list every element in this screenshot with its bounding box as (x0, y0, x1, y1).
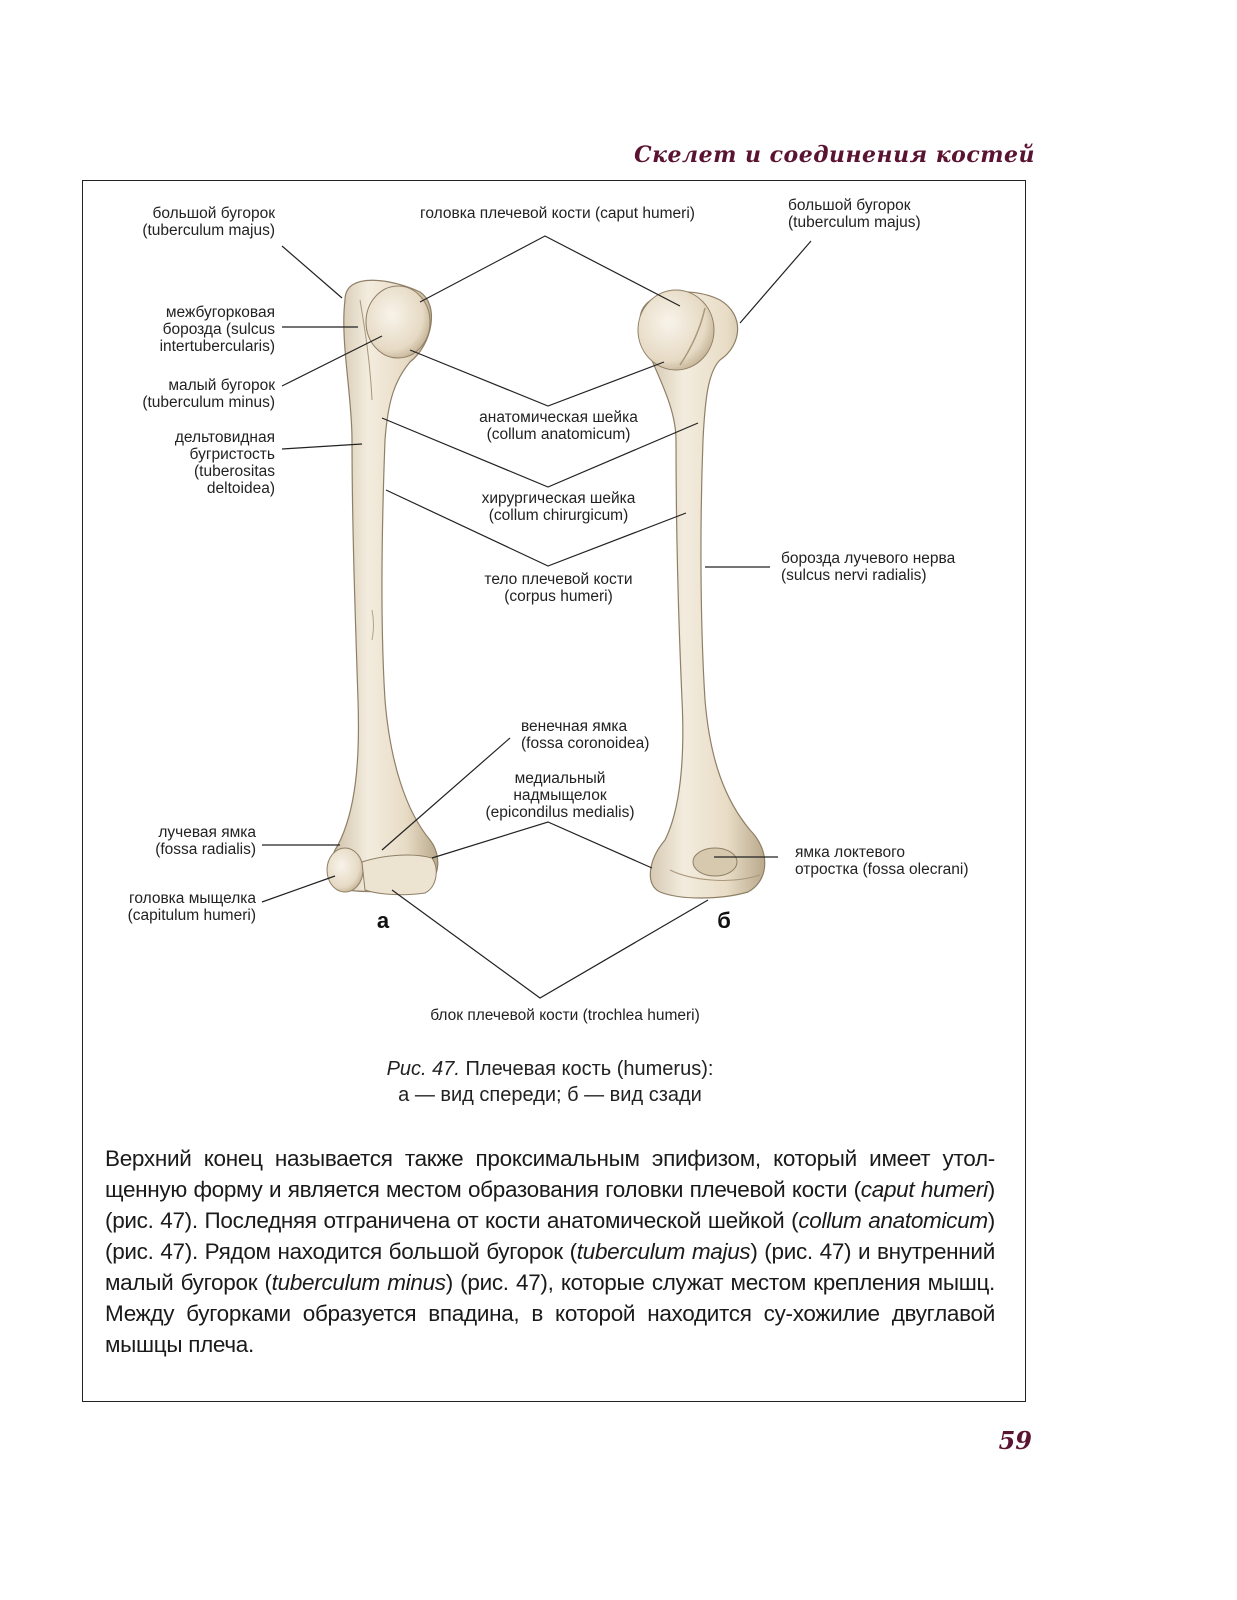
caption-prefix: Рис. 47. (386, 1058, 460, 1080)
caption-title: Плечевая кость (humerus): (459, 1058, 714, 1080)
figure-caption: Рис. 47. Плечевая кость (humerus): а — в… (0, 1056, 1100, 1108)
label-trochlea-humeri: блок плечевой кости (trochlea humeri) (430, 1007, 700, 1024)
body-text-segment: Верхний конец называется также проксимал… (105, 1146, 995, 1202)
body-paragraph: Верхний конец называется также проксимал… (105, 1143, 995, 1360)
content-frame (82, 180, 1026, 1402)
label-corpus-humeri: тело плечевой кости (corpus humeri) (484, 571, 633, 605)
body-text-segment: ) (рис. 47) и внутренний малый бугорок ( (105, 1239, 995, 1295)
label-tuberculum-majus-left: большой бугорок (tuberculum majus) (142, 205, 275, 239)
label-caput-humeri: головка плечевой кости (caput humeri) (420, 205, 695, 222)
label-fossa-radialis: лучевая ямка (fossa radialis) (155, 824, 256, 858)
humerus-posterior-view (637, 289, 766, 899)
label-collum-chirurgicum: хирургическая шейка (collum chirurgicum) (481, 490, 636, 524)
label-fossa-coronoidea: венечная ямка (fossa coronoidea) (521, 718, 650, 752)
body-text-segment: ) (рис. 47). Последняя отграничена от ко… (105, 1177, 995, 1233)
label-fossa-olecrani: ямка локтевого отростка (fossa olecrani) (795, 844, 969, 878)
leader-lines (261, 235, 812, 999)
caption-views: а — вид спереди; б — вид сзади (398, 1084, 702, 1106)
page-number: 59 (998, 1426, 1032, 1455)
label-tuberculum-majus-right: большой бугорок (tuberculum majus) (788, 197, 921, 231)
running-header: Скелет и соединения костей (634, 142, 1035, 168)
label-collum-anatomicum: анатомическая шейка (collum anatomicum) (479, 409, 638, 443)
latin-term: tuberculum minus (271, 1270, 446, 1295)
label-epicondylus-medialis: медиальный надмыщелок (epicondilus media… (485, 770, 635, 821)
humerus-anterior-view (326, 279, 439, 896)
latin-term: caput humeri (860, 1177, 988, 1202)
body-text-segment: ) (рис. 47). Рядом находится большой буг… (105, 1208, 995, 1264)
body-text-segment: ) (рис. 47), которые служат местом крепл… (105, 1270, 995, 1357)
view-a-letter: а (377, 908, 390, 933)
label-tuberositas-deltoidea: дельтовидная бугристость (tuberositas de… (174, 429, 275, 497)
label-tuberculum-minus: малый бугорок (tuberculum minus) (142, 377, 275, 411)
label-capitulum-humeri: головка мыщелка (capitulum humeri) (127, 890, 256, 924)
latin-term: tuberculum majus (576, 1239, 751, 1264)
label-sulcus-intertubercularis: межбугорковая борозда (sulcus intertuber… (159, 304, 275, 355)
latin-term: collum anatomicum (798, 1208, 988, 1233)
label-sulcus-nervi-radialis: борозда лучевого нерва (sulcus nervi rad… (781, 550, 956, 584)
view-b-letter: б (717, 908, 731, 933)
